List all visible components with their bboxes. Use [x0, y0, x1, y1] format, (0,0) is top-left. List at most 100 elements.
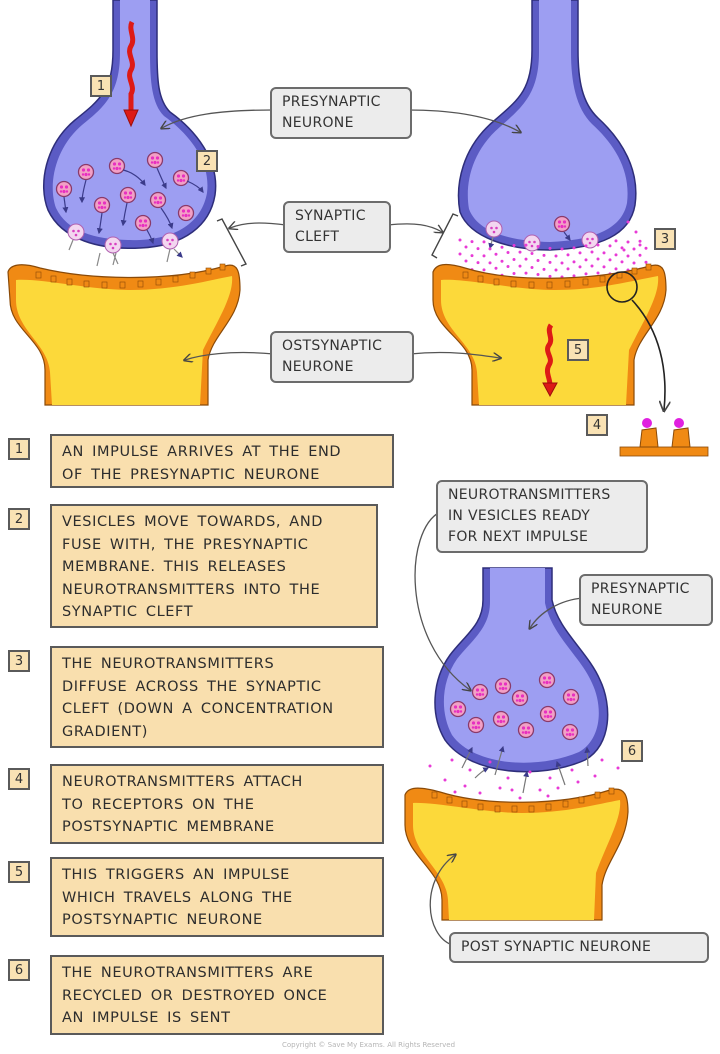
neurotransmitter-dot [620, 260, 624, 264]
neurotransmitter-dot [578, 251, 582, 255]
neurotransmitter-dot [518, 796, 522, 800]
impulse-arrow-presynaptic [127, 20, 136, 112]
step-text-line: OF THE PRESYNAPTIC NEURONE [62, 466, 321, 483]
step-text-line: THE NEUROTRANSMITTERS ARE [62, 965, 314, 981]
neurotransmitter-dot [494, 266, 498, 270]
neurotransmitter-dot [614, 253, 618, 257]
step-text-line: AN IMPULSE ARRIVES AT THE END [62, 444, 342, 460]
receptor-detail [619, 418, 709, 457]
step-number: 3 [8, 650, 30, 672]
neurotransmitter-dot [458, 252, 462, 256]
neurotransmitter-dot [470, 254, 474, 258]
neurotransmitter-dot [608, 258, 612, 262]
neurotransmitter-dot [578, 265, 582, 269]
neurotransmitter-dot [590, 264, 594, 268]
neurotransmitter-dot [528, 770, 532, 774]
label-synaptic-cleft: SYNAPTIC CLEFT [283, 201, 391, 253]
neurotransmitter-dot [572, 274, 576, 278]
step-number: 2 [8, 508, 30, 530]
neurotransmitter-dot [494, 252, 498, 256]
neurotransmitter-dot [596, 271, 600, 275]
neurotransmitter-dot [488, 247, 492, 251]
label-vesicles-ready: NEUROTRANSMITTERS IN VESICLES READY FOR … [436, 480, 648, 553]
neurotransmitter-dot [512, 271, 516, 275]
step-text-line: THE NEUROTRANSMITTERS [62, 656, 275, 672]
neurotransmitter-dot [593, 774, 597, 778]
neurotransmitter-dot [622, 248, 626, 252]
vesicles-left [55, 151, 204, 267]
neurotransmitter-dot [510, 788, 514, 792]
neurotransmitter-dot [498, 786, 502, 790]
neurotransmitter-dot [512, 257, 516, 261]
neurotransmitter-dot [482, 268, 486, 272]
postsynaptic-neurone-bottom [404, 787, 629, 921]
label-line: PRESYNAPTIC [282, 94, 381, 110]
neurotransmitter-dot [584, 244, 588, 248]
neurotransmitter-dot [560, 247, 564, 251]
neurotransmitter-dot [548, 776, 552, 780]
neurotransmitter-dot [626, 254, 630, 258]
step-text-line: FUSE WITH, THE PRESYNAPTIC [62, 536, 309, 553]
neurotransmitter-dot [632, 247, 636, 251]
step-text-line: NEUROTRANSMITTERS ATTACH [62, 774, 303, 790]
neurotransmitter-dot [500, 245, 504, 249]
neurotransmitter-dot [488, 261, 492, 265]
neurotransmitter-dot [626, 220, 630, 224]
neurotransmitter-dot [644, 260, 648, 264]
step-text-line: POSTSYNAPTIC MEMBRANE [62, 819, 275, 835]
neurotransmitter-dot [602, 251, 606, 255]
neurotransmitter-dot [453, 790, 457, 794]
step-text-line: THIS TRIGGERS AN IMPULSE [62, 867, 290, 883]
postsynaptic-neurone-left [7, 263, 241, 406]
step-text-line: NEUROTRANSMITTERS INTO THE [62, 581, 321, 598]
neurotransmitter-dot [638, 243, 642, 247]
neurotransmitter-dot [470, 240, 474, 244]
neurotransmitter-dot [463, 784, 467, 788]
neurotransmitter-dot [614, 267, 618, 271]
label-line: IN VESICLES READY [448, 508, 591, 524]
label-line: FOR NEXT IMPULSE [448, 529, 589, 545]
neurotransmitter-dot [464, 259, 468, 263]
neurotransmitter-dot [548, 274, 552, 278]
neurotransmitter-dot [428, 764, 432, 768]
label-line: OSTSYNAPTIC [282, 338, 383, 354]
marker-5: 5 [567, 339, 589, 361]
label-line: CLEFT [295, 229, 340, 245]
neurotransmitter-dot [546, 794, 550, 798]
neurotransmitter-dot [458, 238, 462, 242]
neurotransmitter-dot [530, 251, 534, 255]
marker-2: 2 [196, 150, 218, 172]
neurotransmitter-dot [566, 253, 570, 257]
neurotransmitter-dot [620, 246, 624, 250]
label-line: NEUROTRANSMITTERS [448, 487, 611, 503]
label-presynaptic-neurone-bottom: PRESYNAPTIC NEURONE [579, 574, 713, 626]
neurotransmitter-dot [596, 243, 600, 247]
label-line: PRESYNAPTIC [591, 581, 690, 597]
neurotransmitter-dot [524, 257, 528, 261]
neurotransmitter-dot [572, 246, 576, 250]
step-text-line: AN IMPULSE IS SENT [62, 1010, 231, 1026]
neurotransmitter-dot [626, 240, 630, 244]
neurotransmitter-dot [518, 264, 522, 268]
label-line: POST SYNAPTIC NEURONE [461, 939, 652, 955]
neurotransmitter-dot [482, 240, 486, 244]
step-number: 6 [8, 959, 30, 981]
neurotransmitter-dot [572, 260, 576, 264]
neurotransmitter-dot [542, 253, 546, 257]
neurotransmitter-dot [476, 261, 480, 265]
recycle-arrows [461, 745, 591, 794]
neurotransmitter-dot [542, 267, 546, 271]
neurotransmitter-dots-recycled [428, 758, 620, 800]
step-text-line: MEMBRANE. THIS RELEASES [62, 559, 287, 575]
neurotransmitter-dot [512, 243, 516, 247]
step-text-line: POSTSYNAPTIC NEURONE [62, 912, 263, 928]
neurotransmitter-dot [600, 758, 604, 762]
marker-6: 6 [621, 740, 643, 762]
neurotransmitter-dot [616, 766, 620, 770]
neurotransmitter-dot [464, 245, 468, 249]
